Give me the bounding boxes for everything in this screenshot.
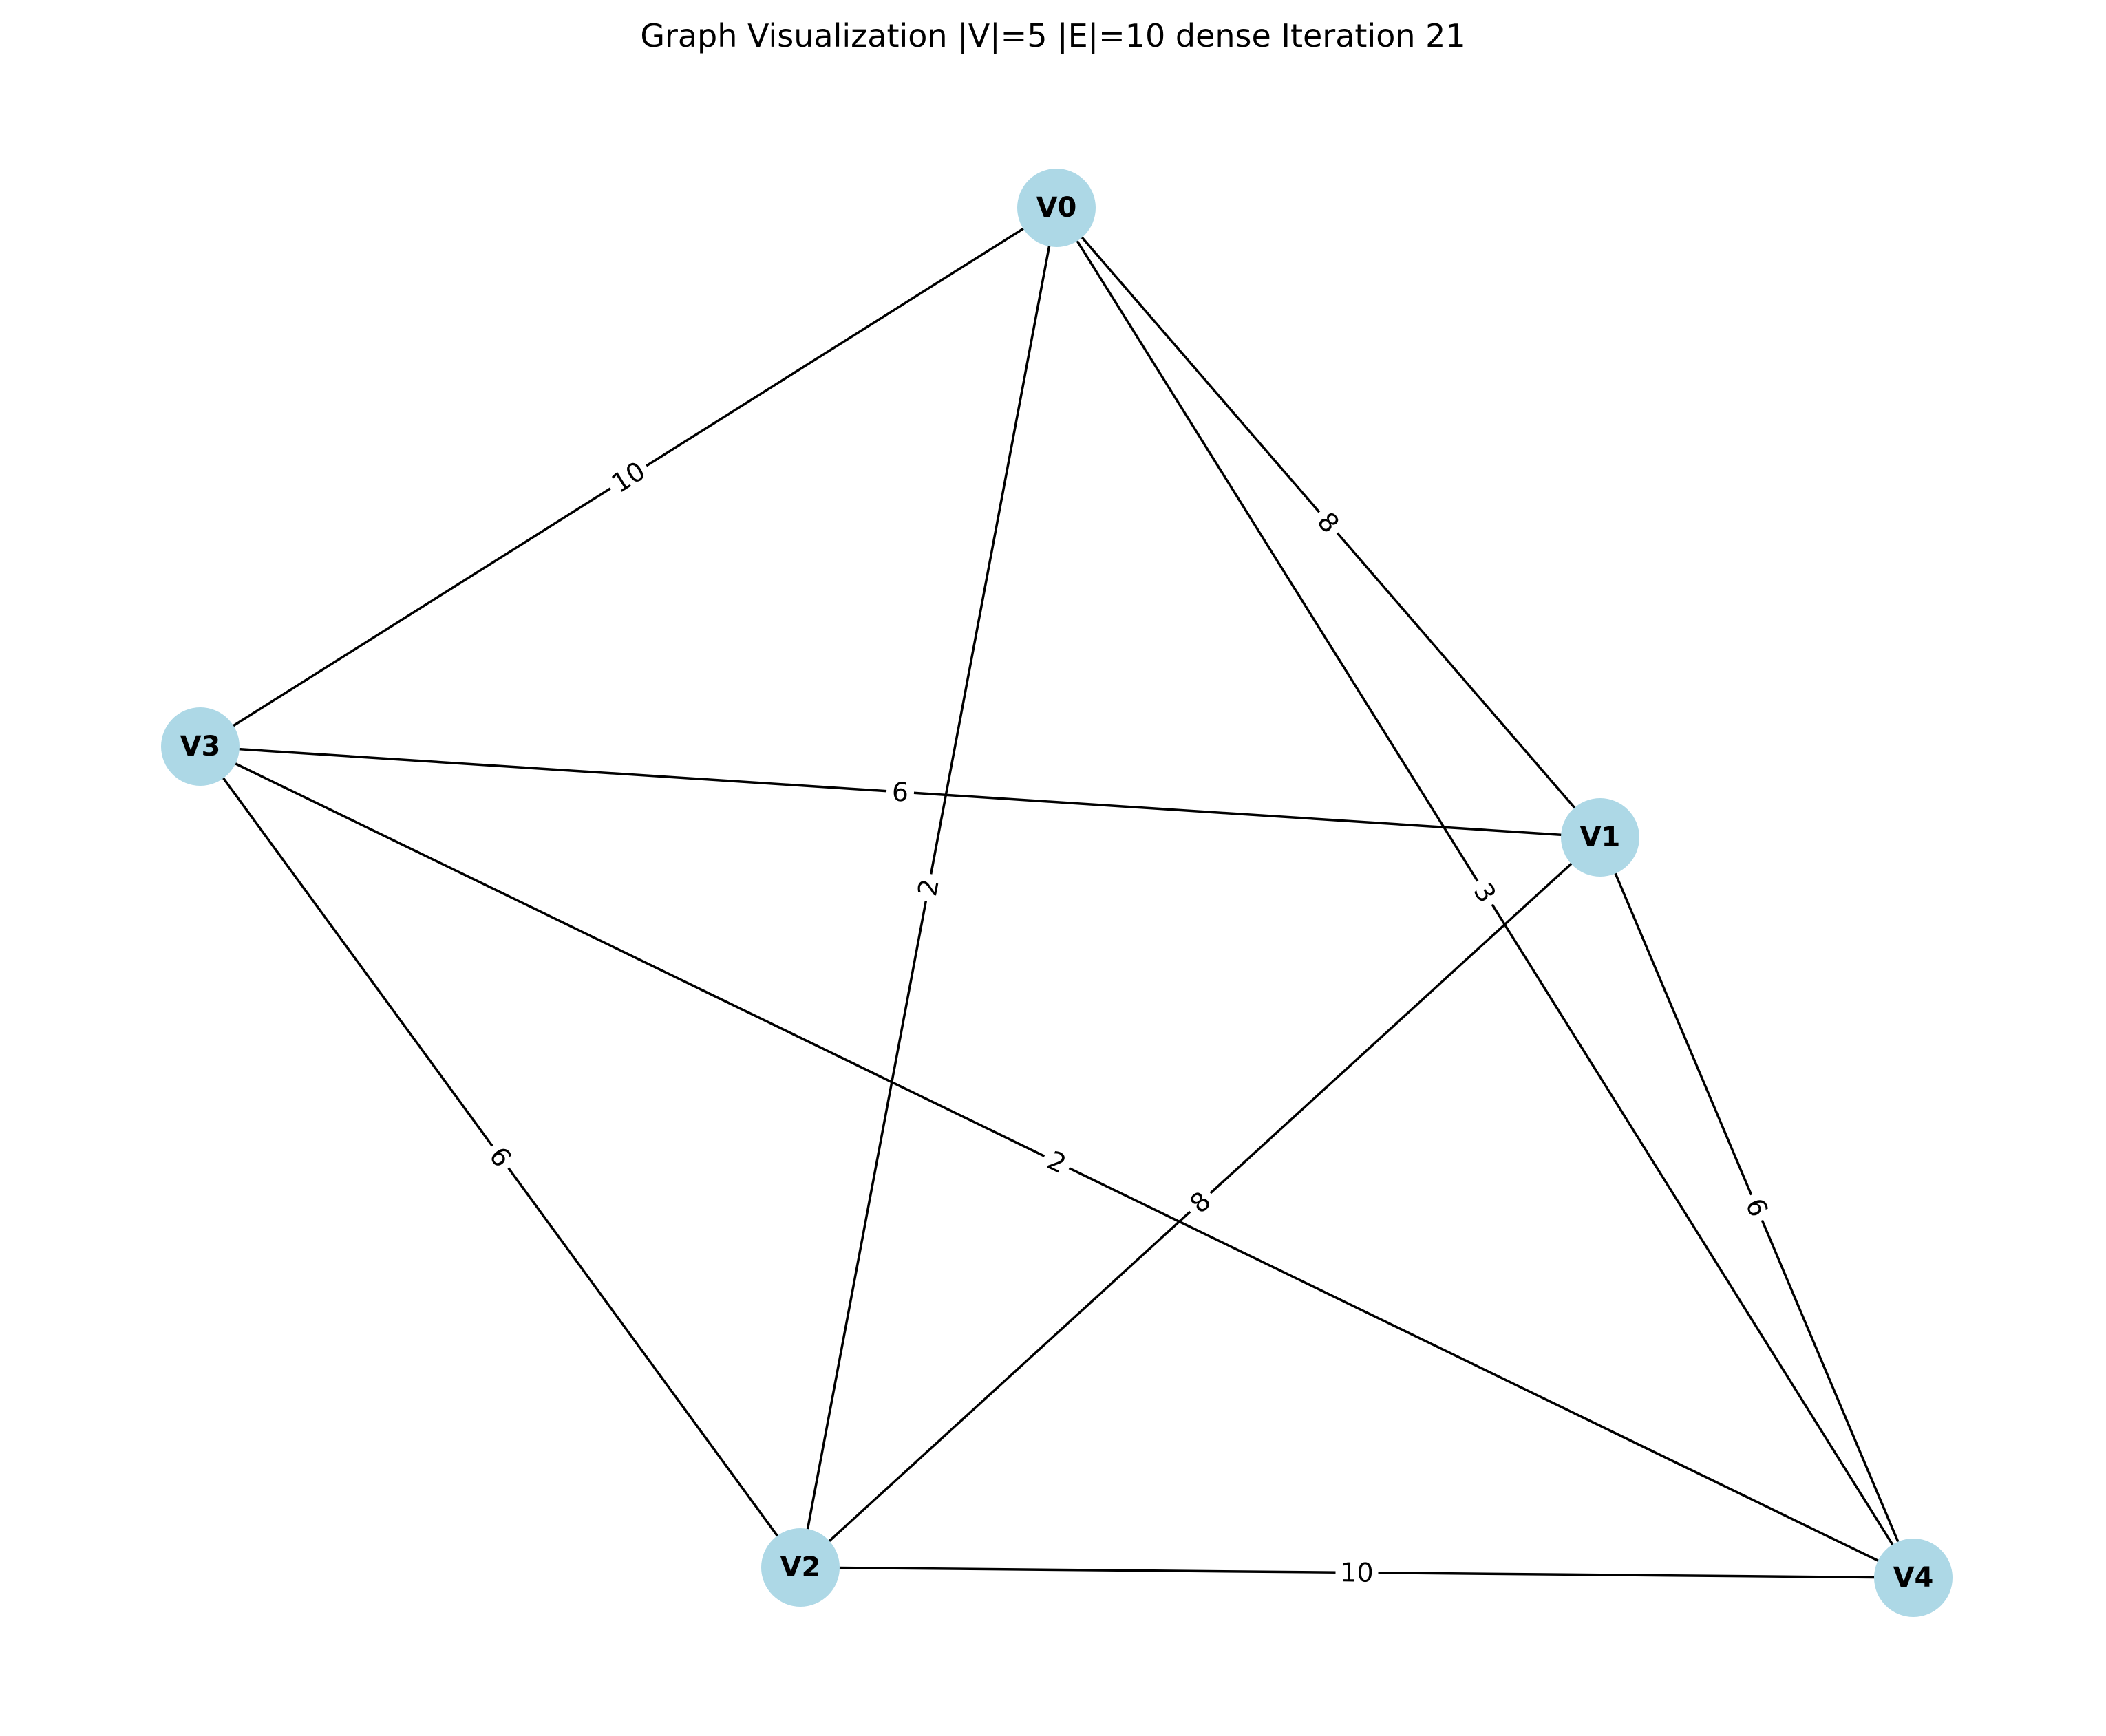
node-label-v2: V2 [780,1552,821,1583]
edge-label-background [601,451,656,503]
edge-label-background [885,774,915,810]
chart-title: Graph Visualization |V|=5 |E|=10 dense I… [640,17,1465,55]
edge-label-group: 10 [1335,1556,1379,1589]
edge-label-background [478,1136,522,1178]
edge-weight-label: 6 [891,776,910,807]
node-label-v4: V4 [1893,1562,1934,1594]
edge-label-background [1335,1556,1379,1589]
edge-label-group: 6 [885,774,915,810]
edge-label-group: 3 [1463,872,1507,914]
node-v2 [761,1528,840,1607]
edge-label-group: 6 [1736,1188,1778,1227]
node-label-v1: V1 [1580,822,1621,853]
node-v4 [1874,1539,1953,1617]
edge-weight-label: 10 [1340,1557,1374,1587]
edge-label-group: 2 [909,870,948,905]
edge-label-background [1463,872,1507,914]
edge-label-background [1179,1181,1222,1224]
node-label-v0: V0 [1036,192,1077,224]
node-v1 [1561,798,1639,877]
node-v3 [161,707,240,786]
node-label-v3: V3 [180,731,221,762]
edge-label-background [1306,501,1350,544]
edge-label-background [1037,1141,1076,1183]
edge-label-group: 2 [1037,1141,1076,1183]
edge-label-background [1736,1188,1778,1227]
node-v0 [1017,169,1096,247]
edge-label-background [909,870,948,905]
